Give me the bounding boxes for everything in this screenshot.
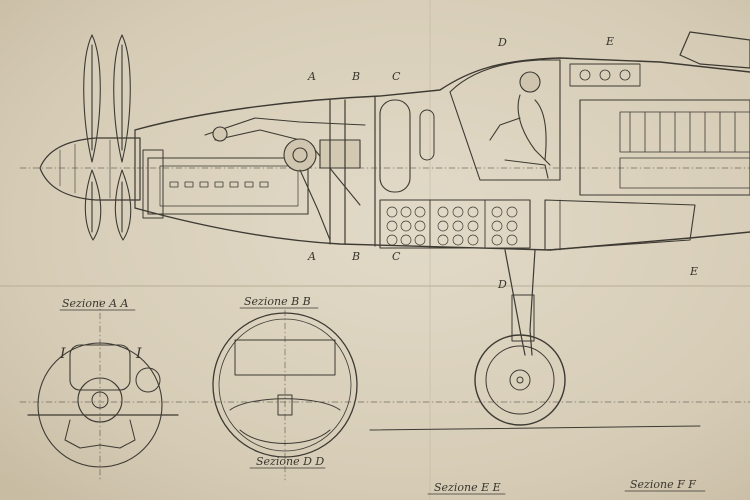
pilot-figure xyxy=(489,71,551,179)
marker-top-c: C xyxy=(392,70,401,83)
caption-sezione-ee: Sezione E E xyxy=(434,481,501,494)
section-aa-mark-left: I xyxy=(59,346,66,362)
rear-engine xyxy=(579,99,750,196)
marker-bottom-d: D xyxy=(497,278,507,291)
section-dd-view xyxy=(212,312,358,458)
marker-top-e: E xyxy=(605,35,614,48)
spinner-hatching xyxy=(59,139,111,199)
section-markers: A B C D E A B C D E xyxy=(307,35,698,291)
bulkheads xyxy=(329,96,376,247)
landing-gear xyxy=(474,249,566,426)
caption-sezione-dd: Sezione D D xyxy=(256,455,324,468)
air-intake xyxy=(679,31,750,69)
marker-bottom-a: A xyxy=(307,250,316,263)
fuselage-lower-outline xyxy=(134,207,750,251)
wing-root xyxy=(544,199,696,251)
marker-top-b: B xyxy=(351,70,360,83)
propeller xyxy=(83,34,132,241)
propeller-spinner xyxy=(39,137,141,201)
marker-top-d: D xyxy=(497,36,507,49)
marker-bottom-b: B xyxy=(351,250,360,263)
instrument-panel xyxy=(569,63,641,87)
section-aa-view: I I xyxy=(27,342,179,468)
caption-sezione-bb: Sezione B B xyxy=(244,295,311,308)
marker-top-a: A xyxy=(307,70,316,83)
engine-mount xyxy=(204,117,366,241)
caption-sezione-aa: Sezione A A xyxy=(62,297,129,310)
section-captions: Sezione A A Sezione B B Sezione D D Sezi… xyxy=(59,295,706,495)
fuselage-upper-outline xyxy=(134,57,750,131)
main-wheel xyxy=(474,334,566,426)
construction-lines xyxy=(19,167,750,481)
ground-line xyxy=(369,425,701,431)
section-aa-mark-right: I xyxy=(135,346,142,362)
radiator-bays xyxy=(379,199,531,249)
marker-bottom-e: E xyxy=(689,265,698,278)
marker-bottom-c: C xyxy=(392,250,401,263)
fuel-tank-section xyxy=(379,99,435,193)
cockpit xyxy=(449,59,641,181)
front-engine xyxy=(142,149,309,219)
caption-sezione-ff: Sezione F F xyxy=(630,478,696,491)
